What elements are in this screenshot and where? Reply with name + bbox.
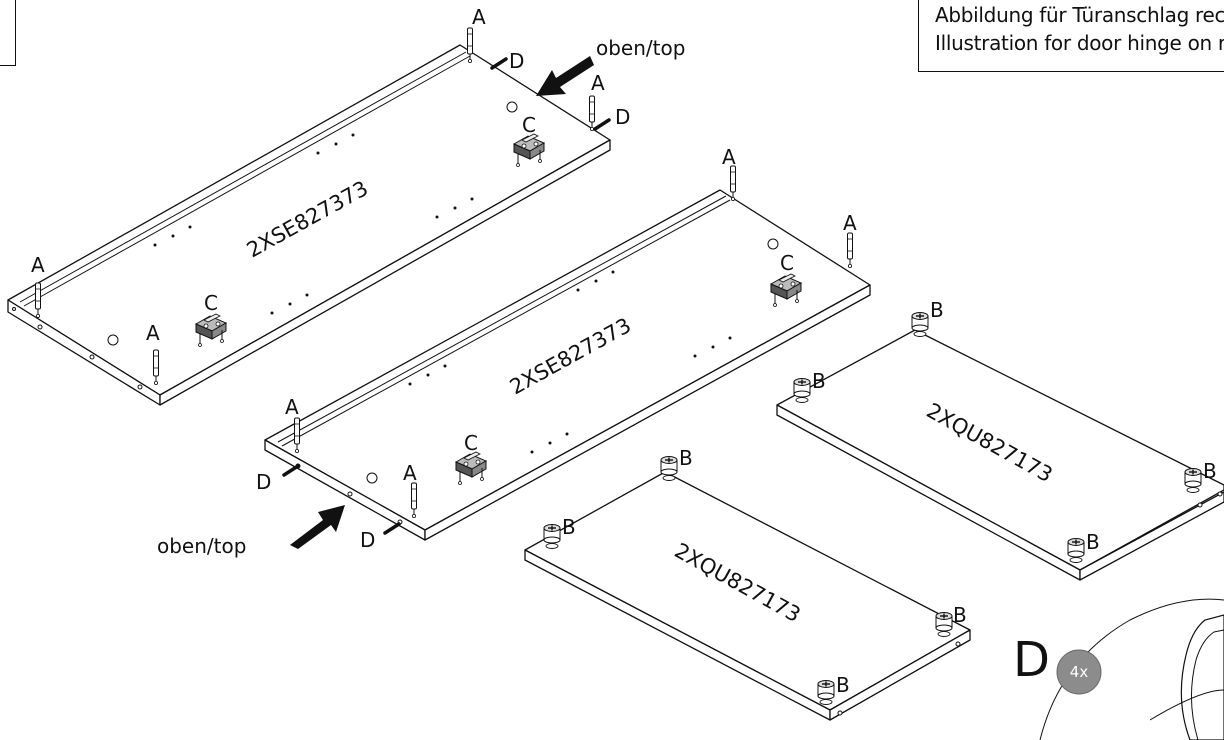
shelf-panel-1: 2XQU827173 [776, 311, 1224, 581]
orientation-label-top: oben/top [596, 36, 685, 60]
label-d: D [360, 528, 375, 552]
label-a: A [403, 461, 417, 485]
label-b: B [836, 673, 850, 697]
side-panel-2: 2XSE827373 [264, 165, 871, 541]
label-a: A [146, 321, 160, 345]
label-a: A [31, 253, 45, 277]
side-panel-1: 2XSE827373 [7, 27, 611, 406]
label-a: A [591, 71, 605, 95]
detail-d-count: 4x [1070, 663, 1089, 681]
part-labels: A A A A A A A A D D D D C C C C B B B B … [31, 5, 1217, 697]
label-b: B [679, 446, 693, 470]
label-b: B [812, 369, 826, 393]
label-c: C [522, 113, 536, 137]
label-b: B [562, 515, 576, 539]
caption-line-1: Abbildung für Türanschlag rechts [935, 3, 1224, 27]
caption-line-2: Illustration for door hinge on right [935, 31, 1224, 55]
page-frame-corner [0, 0, 16, 66]
quantity-badge [1056, 649, 1102, 695]
label-a: A [472, 5, 486, 29]
label-d: D [509, 49, 524, 73]
orientation-label-bottom: oben/top [157, 534, 246, 558]
label-b: B [930, 298, 944, 322]
orientation-arrow-bottom [290, 505, 345, 549]
label-a: A [843, 211, 857, 235]
label-a: A [722, 145, 736, 169]
label-c: C [204, 291, 218, 315]
label-c: C [780, 251, 794, 275]
orientation-arrow-top [536, 56, 594, 96]
label-c: C [464, 431, 478, 455]
label-d: D [615, 105, 630, 129]
caption-box: Abbildung für Türanschlag rechts Illustr… [918, 0, 1224, 72]
label-b: B [1086, 530, 1100, 554]
detail-d-letter: D [1013, 632, 1050, 688]
label-b: B [953, 603, 967, 627]
shelf-panel-2: 2XQU827173 [524, 455, 971, 721]
label-a: A [285, 395, 299, 419]
label-d: D [256, 470, 271, 494]
detail-d: D 4x [1013, 598, 1224, 740]
label-b: B [1203, 459, 1217, 483]
